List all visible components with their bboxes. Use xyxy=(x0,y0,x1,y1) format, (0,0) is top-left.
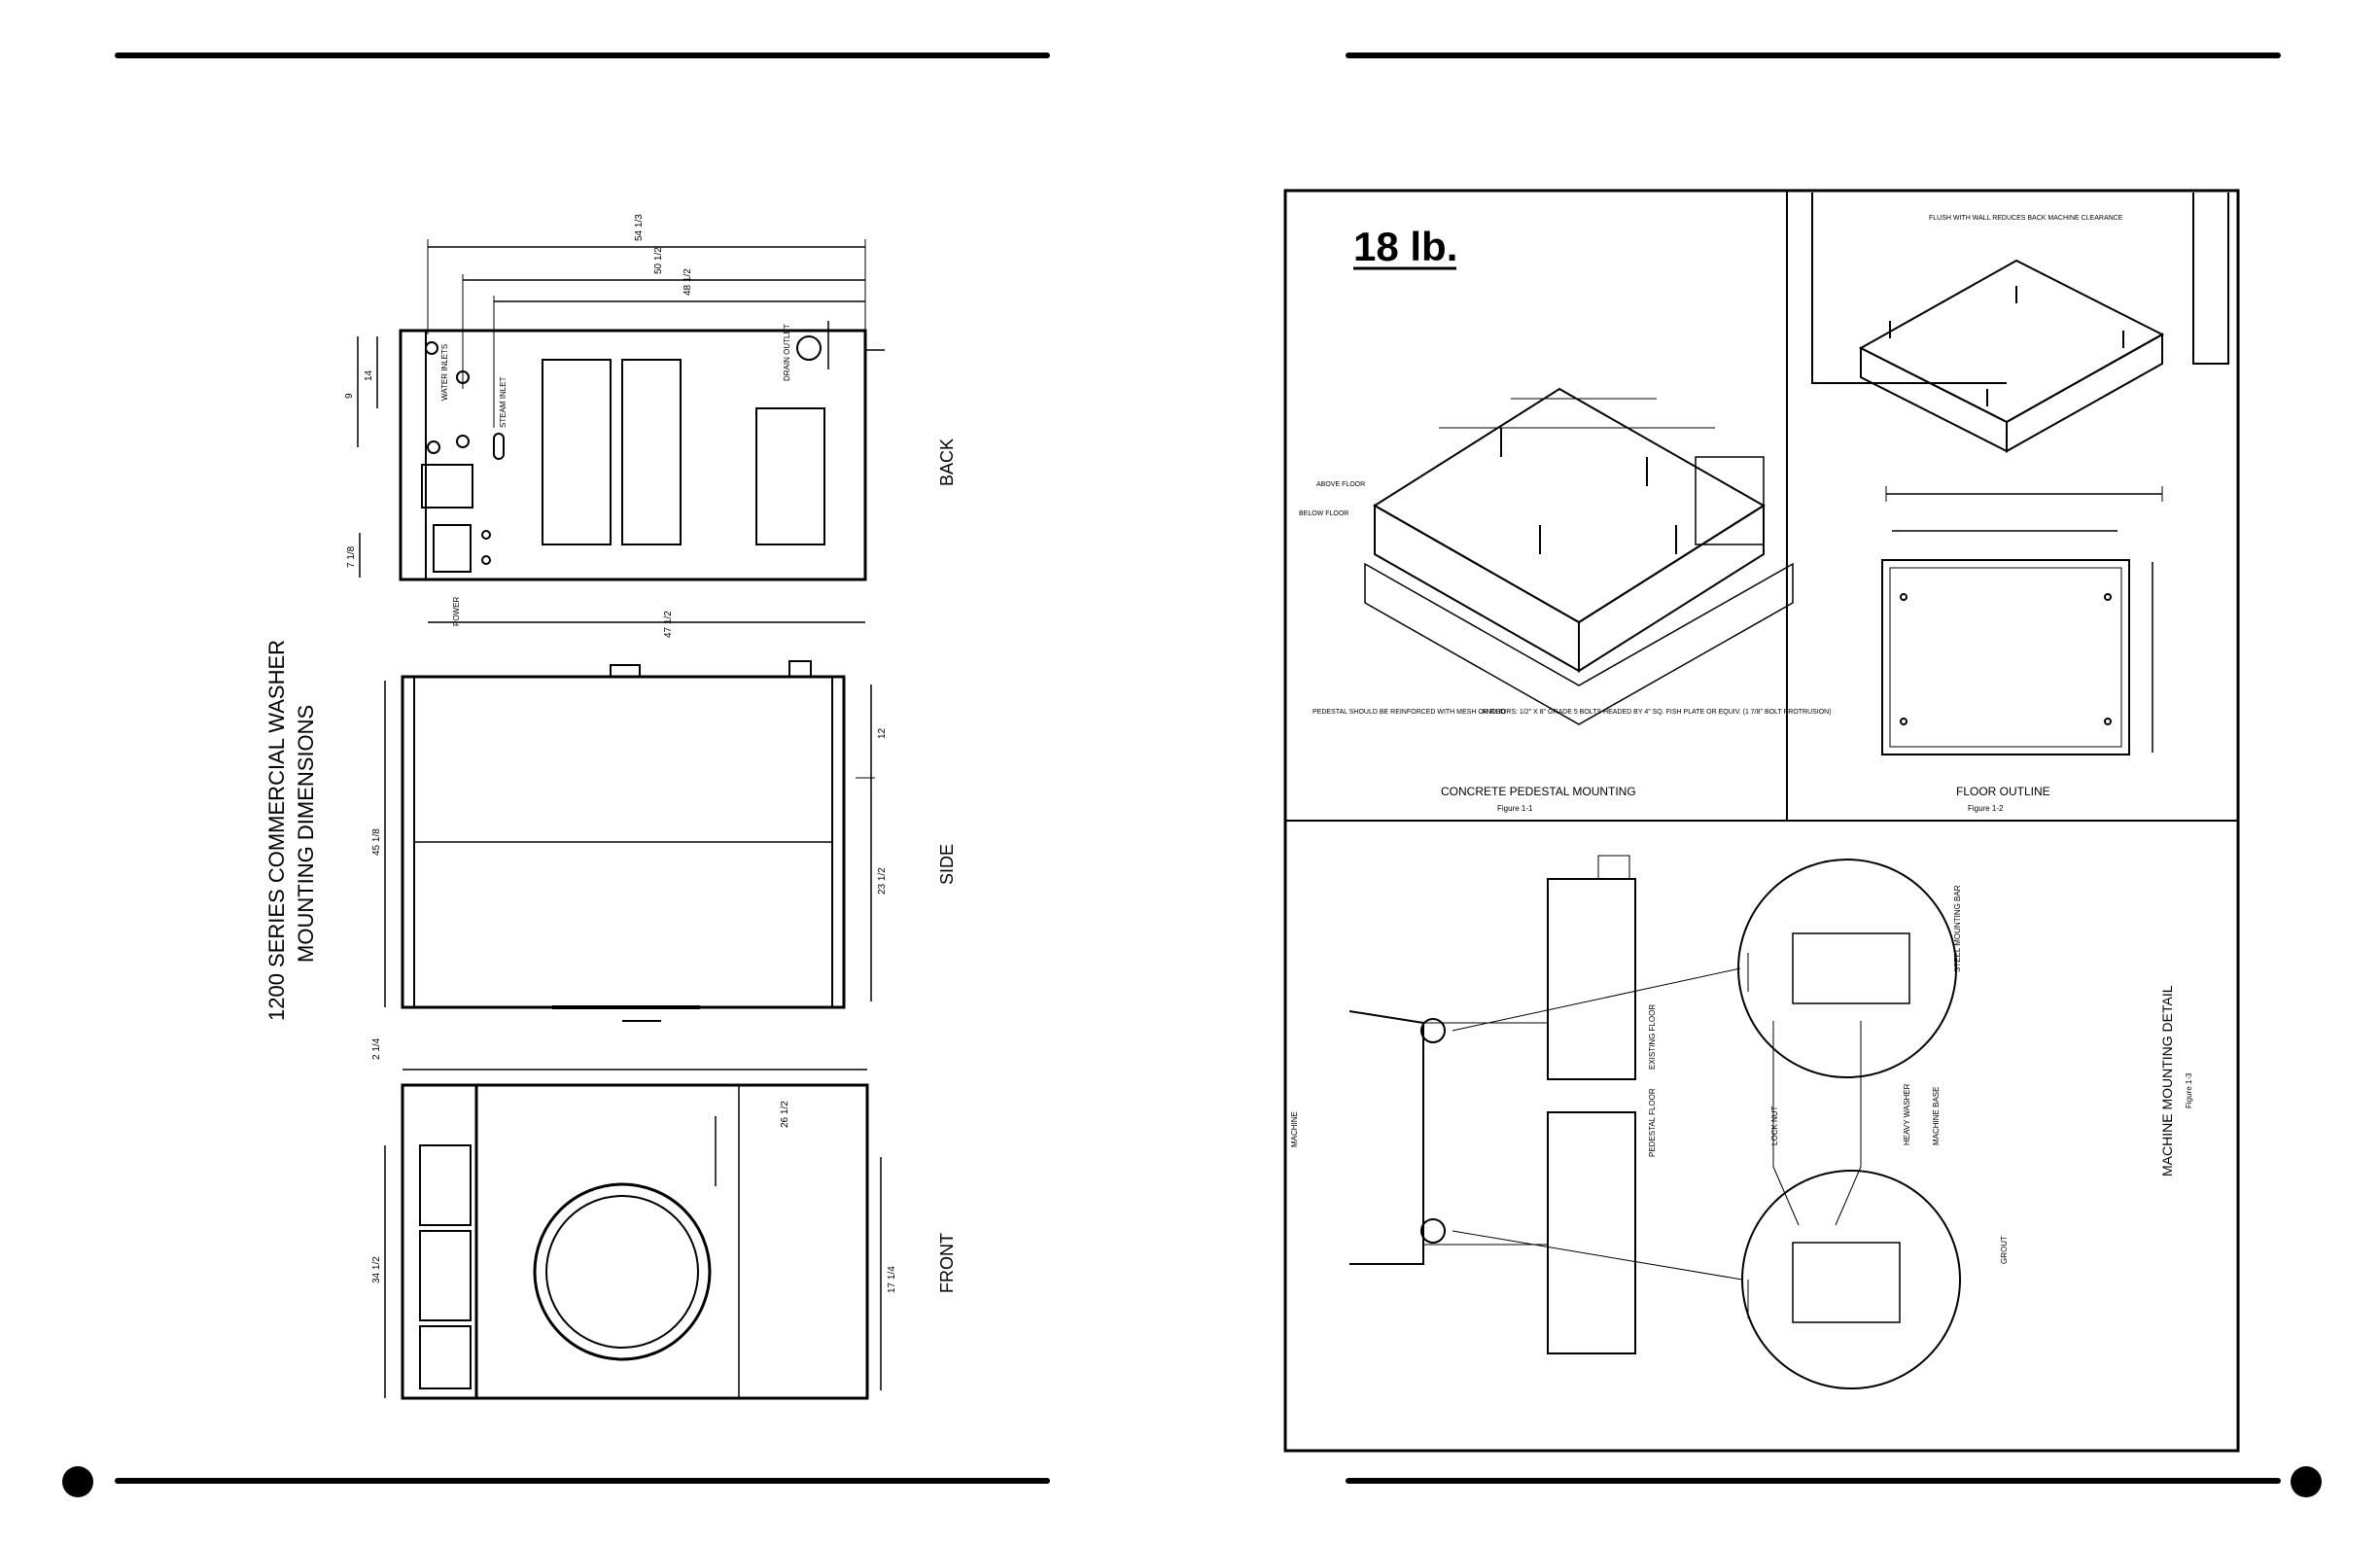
power-label: POWER xyxy=(452,597,461,626)
dim-47: 47 1/2 xyxy=(663,611,674,638)
lock-nut-note: LOCK NUT xyxy=(1770,1106,1779,1145)
dim-50: 50 1/2 xyxy=(653,247,664,274)
pedestal-caption: CONCRETE PEDESTAL MOUNTING xyxy=(1441,785,1636,798)
grout-note: GROUT xyxy=(2000,1236,2009,1264)
dim-7: 7 1/8 xyxy=(346,545,357,568)
heading-18lb: 18 lb. xyxy=(1353,224,1457,269)
steel-mounting-bar-note: STEEL MOUNTING BAR xyxy=(1953,885,1962,972)
concrete-pedestal-figure: ABOVE FLOOR BELOW FLOOR PEDESTAL SHOULD … xyxy=(1299,387,1832,725)
dim-9: 9 xyxy=(344,393,355,399)
right-bottom-rule xyxy=(1346,1478,2281,1484)
drain-outlet-label: DRAIN OUTLET xyxy=(783,324,791,381)
floor-figure-number: Figure 1-2 xyxy=(1968,804,2004,813)
machine-mounting-figure: MACHINE EXISTING FLOOR PEDESTAL FLOOR LO… xyxy=(1290,855,2009,1389)
title-line1: 1200 SERIES COMMERCIAL WASHER xyxy=(264,640,289,1021)
heavy-washer-note: HEAVY WASHER xyxy=(1903,1083,1911,1145)
above-floor-note: ABOVE FLOOR xyxy=(1316,481,1365,488)
flush-wall-note: FLUSH WITH WALL REDUCES BACK MACHINE CLE… xyxy=(1929,215,2123,222)
dim-2: 2 1/4 xyxy=(371,1037,382,1060)
dim-26: 26 1/2 xyxy=(780,1101,790,1128)
existing-floor-note: EXISTING FLOOR xyxy=(1648,1004,1657,1070)
left-bottom-rule xyxy=(115,1478,1050,1484)
dim-12: 12 xyxy=(877,727,888,739)
machine-figure-number: Figure 1-3 xyxy=(2185,1072,2193,1108)
mounting-dimensions-drawing: 1200 SERIES COMMERCIAL WASHER MOUNTING D… xyxy=(264,214,957,1400)
left-page: 1200 SERIES COMMERCIAL WASHER MOUNTING D… xyxy=(0,0,1190,1540)
title-line2: MOUNTING DIMENSIONS xyxy=(294,705,318,963)
side-view: 45 1/8 2 1/4 12 23 1/2 SIDE xyxy=(371,660,957,1060)
water-inlets-label: WATER INLETS xyxy=(440,344,449,401)
machine-caption: MACHINE MOUNTING DETAIL xyxy=(2159,985,2175,1176)
below-floor-note: BELOW FLOOR xyxy=(1299,510,1348,517)
pedestal-figure-number: Figure 1-1 xyxy=(1497,804,1533,813)
left-top-rule xyxy=(115,53,1050,58)
steam-inlet-label: STEAM INLET xyxy=(499,376,508,428)
back-view: 54 1/3 50 1/2 48 1/2 9 14 7 1/8 WATER IN… xyxy=(344,214,957,638)
right-top-rule xyxy=(1346,53,2281,58)
dim-34: 34 1/2 xyxy=(371,1256,382,1283)
dim-14: 14 xyxy=(364,369,374,381)
dim-17: 17 1/4 xyxy=(887,1266,897,1293)
right-page: 18 lb. ABOVE FLOOR BELOW FLOOR PEDESTAL … xyxy=(1190,0,2380,1540)
pedestal-note: PEDESTAL FLOOR xyxy=(1648,1088,1657,1157)
dim-48: 48 1/2 xyxy=(682,268,693,296)
back-label: BACK xyxy=(937,439,957,486)
anchors-note: ANCHORS: 1/2" X 8" GRADE 5 BOLTS HEADED … xyxy=(1482,709,1832,716)
floor-outline-figure xyxy=(1881,486,2163,755)
wall-mount-figure: FLUSH WITH WALL REDUCES BACK MACHINE CLE… xyxy=(1811,193,2229,453)
dim-45: 45 1/8 xyxy=(371,828,382,856)
right-page-dot xyxy=(2291,1466,2322,1497)
machine-note: MACHINE xyxy=(1290,1111,1299,1147)
installation-figures: 18 lb. ABOVE FLOOR BELOW FLOOR PEDESTAL … xyxy=(1283,189,2240,1453)
reinforce-note: PEDESTAL SHOULD BE REINFORCED WITH MESH … xyxy=(1312,709,1505,716)
machine-base-note: MACHINE BASE xyxy=(1932,1087,1941,1145)
side-label: SIDE xyxy=(937,844,957,885)
front-view: 26 1/2 34 1/2 17 1/4 FRONT xyxy=(371,1069,957,1400)
left-page-dot xyxy=(62,1466,93,1497)
dim-54: 54 1/3 xyxy=(634,214,645,241)
floor-caption: FLOOR OUTLINE xyxy=(1956,785,2050,798)
front-label: FRONT xyxy=(937,1233,957,1293)
dim-23: 23 1/2 xyxy=(877,867,888,895)
